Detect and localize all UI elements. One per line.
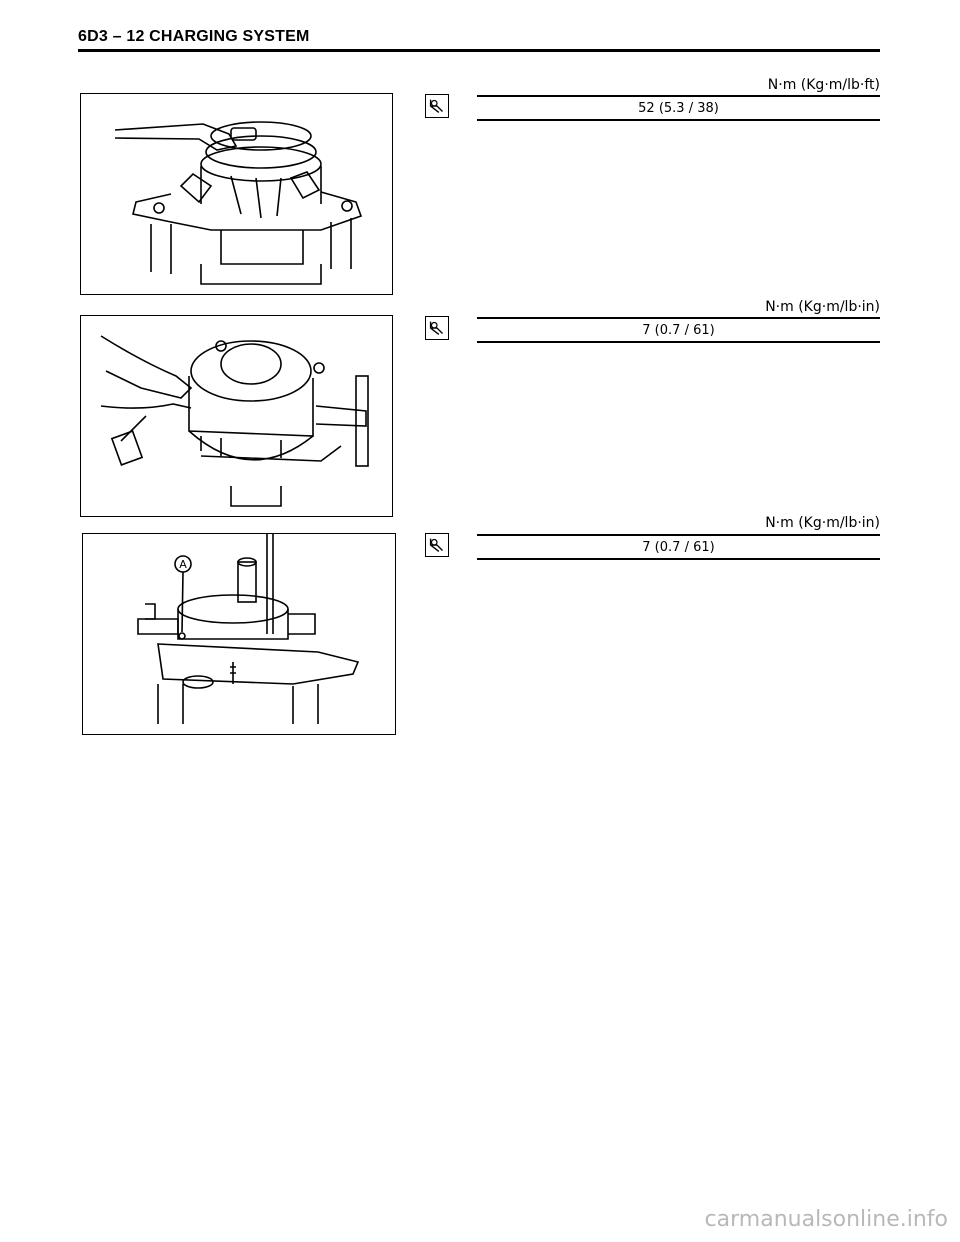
torque-wrench-icon [425, 94, 449, 118]
spec-rule-bottom [477, 119, 880, 121]
torque-wrench-icon [425, 533, 449, 557]
spec-rule-bottom [477, 558, 880, 560]
figure-pulley-wrench [80, 93, 393, 295]
torque-unit: N·m (Kg·m/lb·in) [765, 515, 880, 531]
watermark: carmanualsonline.info [704, 1207, 948, 1232]
torque-unit: N·m (Kg·m/lb·in) [765, 299, 880, 315]
figure-alternator-assembly: A [82, 533, 396, 735]
spec-rule-top [477, 534, 880, 536]
spec-rule-top [477, 95, 880, 97]
callout-a-label: A [179, 558, 187, 571]
alternator-puller-illustration [100, 335, 369, 507]
torque-value: 52 (5.3 / 38) [638, 101, 719, 116]
spec-rule-top [477, 317, 880, 319]
page-header: 6D3 – 12 CHARGING SYSTEM [78, 28, 310, 45]
pulley-wrench-illustration [114, 121, 363, 285]
figure-alternator-puller [80, 315, 393, 517]
torque-value: 7 (0.7 / 61) [642, 540, 715, 555]
torque-unit: N·m (Kg·m/lb·ft) [767, 77, 880, 93]
torque-value: 7 (0.7 / 61) [642, 323, 715, 338]
torque-wrench-icon [425, 316, 449, 340]
header-rule [78, 49, 880, 52]
spec-rule-bottom [477, 341, 880, 343]
alternator-assembly-illustration: A [137, 534, 360, 724]
